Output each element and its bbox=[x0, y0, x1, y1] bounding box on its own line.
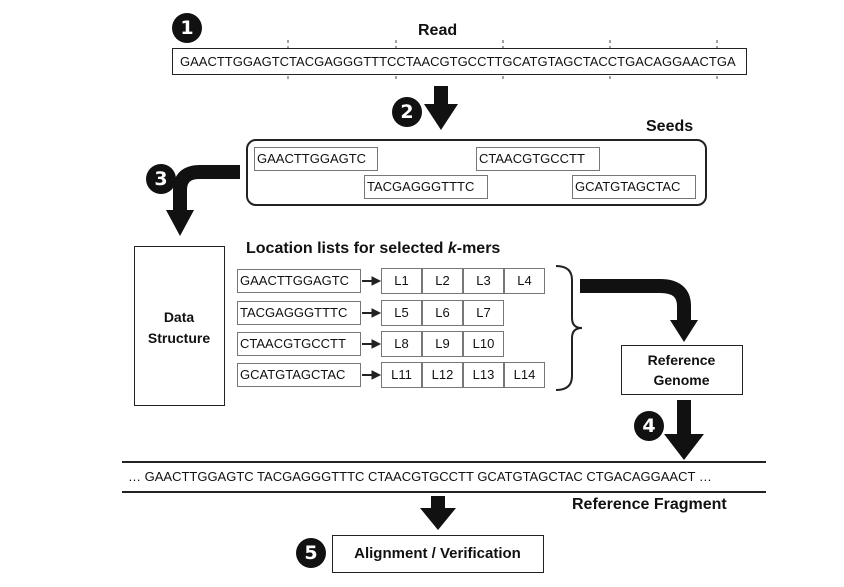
seeds-box: GAACTTGGAGTC CTAACGTGCCTT TACGAGGGTTTC G… bbox=[246, 139, 707, 206]
data-structure-box: Data Structure bbox=[134, 246, 225, 406]
data-structure-label-line1: Data bbox=[163, 309, 195, 325]
reference-genome-label-line1: Reference bbox=[647, 352, 716, 368]
kmer-to-list-arrows bbox=[362, 276, 382, 380]
arrow-lists-to-reference bbox=[580, 279, 691, 322]
read-label: Read bbox=[418, 22, 458, 39]
row-kmer: CTAACGTGCCTT bbox=[237, 332, 361, 356]
reference-fragment-sequence: … GAACTTGGAGTC TACGAGGGTTTC CTAACGTGCCTT… bbox=[128, 469, 712, 484]
alignment-verification-label: Alignment / Verification bbox=[354, 545, 521, 562]
reference-genome-box: Reference Genome bbox=[621, 345, 743, 395]
location-cell: L10 bbox=[463, 331, 504, 357]
location-cell: L9 bbox=[422, 331, 463, 357]
location-cell: L12 bbox=[422, 362, 463, 388]
step-4-badge: 4 bbox=[634, 411, 664, 441]
data-structure-label-line2: Structure bbox=[147, 330, 211, 346]
location-cell: L11 bbox=[381, 362, 422, 388]
reference-genome-label-line2: Genome bbox=[653, 372, 710, 388]
seed-item: GCATGTAGCTAC bbox=[572, 175, 696, 199]
read-box: GAACTTGGAGTCTACGAGGGTTTCCTAACGTGCCTTGCAT… bbox=[172, 48, 747, 75]
location-lists-title-suffix: -mers bbox=[456, 240, 501, 257]
read-sequence: GAACTTGGAGTCTACGAGGGTTTCCTAACGTGCCTTGCAT… bbox=[180, 54, 736, 69]
seed-item: TACGAGGGTTTC bbox=[364, 175, 488, 199]
location-cell: L1 bbox=[381, 268, 422, 294]
reference-fragment-label: Reference Fragment bbox=[572, 496, 727, 513]
location-cell: L14 bbox=[504, 362, 545, 388]
step-2-badge: 2 bbox=[392, 97, 422, 127]
location-cell: L5 bbox=[381, 300, 422, 326]
seed-item: GAACTTGGAGTC bbox=[254, 147, 378, 171]
location-cell: L2 bbox=[422, 268, 463, 294]
location-cell: L3 bbox=[463, 268, 504, 294]
location-lists-title-prefix: Location lists for selected bbox=[246, 240, 448, 257]
arrow-seeds-to-datastructure bbox=[173, 165, 240, 212]
location-lists-title-k: k bbox=[447, 240, 457, 257]
location-cell: L7 bbox=[463, 300, 504, 326]
step-5-badge: 5 bbox=[296, 538, 326, 568]
arrow-fragment-to-alignment bbox=[420, 496, 456, 530]
arrow-seeds-to-datastructure-head bbox=[166, 210, 194, 236]
location-cell: L6 bbox=[422, 300, 463, 326]
row-kmer: TACGAGGGTTTC bbox=[237, 301, 361, 325]
arrow-read-to-seeds bbox=[424, 86, 458, 130]
location-cell: L4 bbox=[504, 268, 545, 294]
location-cell: L8 bbox=[381, 331, 422, 357]
seeds-label: Seeds bbox=[646, 118, 694, 135]
row-kmer: GCATGTAGCTAC bbox=[237, 363, 361, 387]
step-3-badge: 3 bbox=[146, 164, 176, 194]
location-lists-brace bbox=[555, 265, 583, 391]
step-1-badge: 1 bbox=[172, 13, 202, 43]
row-kmer: GAACTTGGAGTC bbox=[237, 269, 361, 293]
location-cell: L13 bbox=[463, 362, 504, 388]
arrow-lists-to-reference-head bbox=[670, 320, 698, 342]
location-lists-title: Location lists for selected k-mers bbox=[246, 240, 500, 258]
arrow-genome-to-fragment bbox=[664, 400, 704, 460]
alignment-verification-box: Alignment / Verification bbox=[332, 535, 544, 573]
seed-item: CTAACGTGCCTT bbox=[476, 147, 600, 171]
